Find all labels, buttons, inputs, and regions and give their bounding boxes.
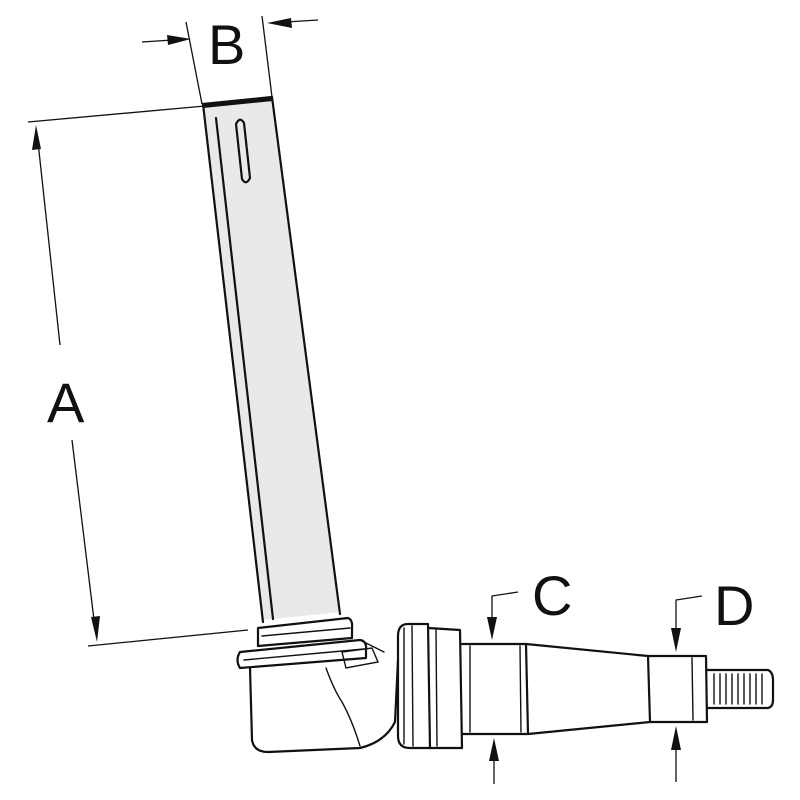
- stub-axle: [460, 642, 775, 736]
- dimension-b: [141, 15, 319, 105]
- dimension-c: [487, 591, 519, 784]
- dimension-a: [27, 105, 249, 647]
- arrow-b-right: [267, 18, 292, 28]
- spindle-collar: [236, 616, 368, 670]
- dimension-d: [671, 595, 703, 782]
- thread-marks: [713, 673, 763, 705]
- keyway-slot: [234, 118, 252, 184]
- label-d: D: [714, 574, 754, 637]
- spindle-flange: [396, 622, 464, 750]
- arrow-c-bottom: [489, 738, 499, 761]
- knuckle-body: [248, 639, 400, 754]
- label-c: C: [532, 564, 572, 627]
- arrow-d-bottom: [671, 726, 681, 750]
- label-a: A: [47, 371, 85, 434]
- label-b: B: [208, 13, 245, 76]
- arrow-c-top: [487, 617, 497, 640]
- arrow-d-top: [671, 628, 681, 652]
- arrow-a-bottom: [91, 616, 100, 642]
- arrow-a-top: [32, 125, 41, 150]
- spindle-shaft: [201, 95, 342, 624]
- arrow-b-left: [167, 35, 191, 45]
